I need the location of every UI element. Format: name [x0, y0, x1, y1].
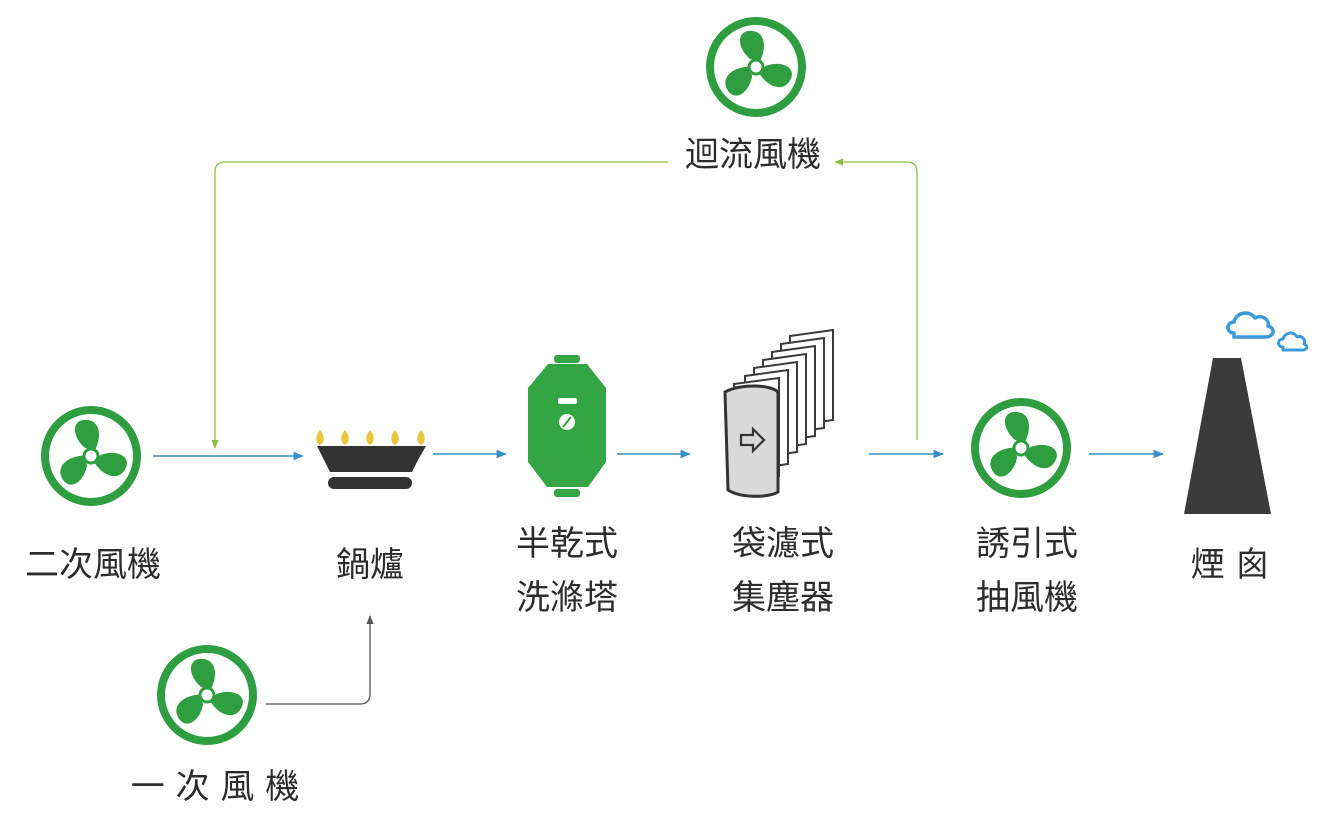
chimney-icon: [1184, 358, 1271, 514]
cloud-icon-small: [1277, 331, 1309, 352]
flame-icons: [316, 430, 425, 445]
edge-id-fan-to-recirc-fan: [834, 158, 918, 440]
cloud-icon-large: [1226, 311, 1275, 339]
scrubber-tank-icon: [528, 355, 606, 497]
secondary-fan-icon: [45, 410, 137, 502]
boiler-label: 鍋爐: [336, 545, 404, 585]
baghouse-label-line1: 袋濾式: [732, 524, 834, 564]
edge-recirc-fan-to-secondary-line: [211, 161, 668, 449]
secondary-fan-label: 二次風機: [25, 545, 161, 585]
edge-primary-fan-to-boiler: [266, 615, 374, 705]
recirc-fan-label: 迴流風機: [685, 135, 821, 175]
id-fan-icon: [975, 402, 1067, 494]
id-fan-label-line1: 誘引式: [976, 524, 1078, 564]
bag-filter-icon: [723, 328, 834, 498]
scrubber-label-line2: 洗滌塔: [516, 578, 618, 618]
scrubber-label-line1: 半乾式: [516, 524, 618, 564]
id-fan-label: 誘引式 抽風機: [944, 517, 1110, 625]
id-fan-label-line2: 抽風機: [976, 578, 1078, 618]
primary-fan-label: 一 次 風 機: [130, 767, 300, 807]
burner-icon: [316, 430, 426, 489]
edges: [153, 158, 1165, 705]
scrubber-label: 半乾式 洗滌塔: [484, 517, 650, 625]
right-arrow-icon: [739, 426, 766, 454]
stack-label: 煙 囪: [1190, 545, 1270, 585]
baghouse-label-line2: 集塵器: [732, 578, 834, 618]
baghouse-label: 袋濾式 集塵器: [700, 517, 866, 625]
recirc-fan-icon: [710, 21, 802, 113]
primary-fan-icon: [161, 649, 253, 741]
